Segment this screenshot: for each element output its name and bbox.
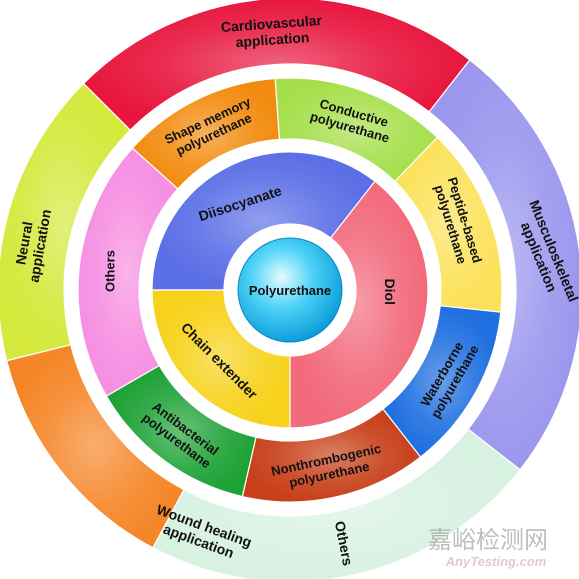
middle-ring-label-6: Others — [103, 250, 118, 292]
watermark: 嘉峪检测网 AnyTesting.com — [428, 526, 548, 569]
watermark-cn: 嘉峪检测网 — [428, 526, 548, 554]
middle-ring-segment-shade-2 — [394, 137, 502, 313]
outer-ring-label-line: Neural — [12, 220, 35, 266]
outer-ring-label-line: application — [235, 29, 310, 50]
middle-ring-label-line: Others — [103, 250, 118, 292]
inner-ring-label-line: Diol — [382, 279, 398, 305]
middle-ring-segment-shade-5 — [106, 365, 257, 497]
outer-ring-segment-shade-1 — [429, 59, 579, 470]
middle-ring-segment-shade-4 — [242, 408, 421, 502]
outer-ring-segment-shade-4 — [0, 83, 131, 361]
middle-ring-segment-shade-0 — [132, 78, 280, 189]
inner-ring-components — [151, 151, 429, 429]
center-circle — [237, 237, 343, 343]
center-label: Polyurethane — [249, 283, 331, 298]
middle-ring-segment-shade-6 — [77, 148, 178, 396]
middle-ring-segment-shade-3 — [382, 305, 501, 458]
inner-ring-segment-shade-1 — [290, 181, 428, 428]
outer-ring-segment-shade-3 — [6, 344, 184, 548]
outer-ring-segment-shade-0 — [83, 0, 470, 131]
inner-ring-label-1: Diol — [382, 279, 398, 305]
watermark-en: AnyTesting.com — [445, 554, 547, 569]
inner-ring-segment-shade-0 — [152, 151, 375, 290]
outer-ring-segment-shade-2 — [152, 429, 521, 579]
middle-ring-segment-shade-1 — [275, 78, 438, 182]
middle-ring-polyurethane-types — [77, 77, 503, 503]
inner-ring-segment-shade-2 — [152, 290, 290, 428]
outer-ring-label-line: Cardiovascular — [220, 12, 323, 35]
